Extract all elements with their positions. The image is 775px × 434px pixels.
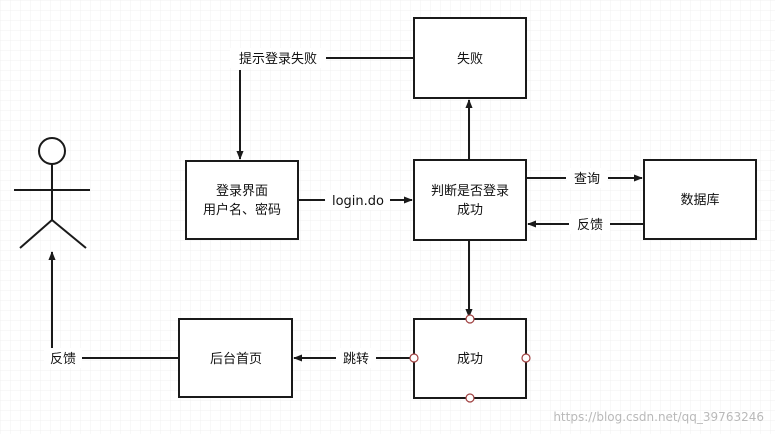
node-database[interactable]: 数据库	[643, 159, 757, 240]
handle-left[interactable]	[409, 353, 419, 363]
node-success[interactable]: 成功	[413, 318, 527, 399]
handle-bottom[interactable]	[465, 393, 475, 403]
node-judge-line2: 成功	[457, 203, 483, 218]
node-login-ui[interactable]: 登录界面 用户名、密码	[185, 160, 299, 240]
edge-label-user-feedback: 反馈	[50, 352, 76, 367]
edge-label-prompt-login-failed: 提示登录失败	[239, 51, 317, 67]
edge-label-query: 查询	[574, 172, 600, 187]
node-home[interactable]: 后台首页	[178, 318, 293, 398]
success-connection-handles[interactable]	[409, 314, 531, 403]
edge-label-db-feedback: 反馈	[577, 218, 603, 233]
node-login-ui-line1: 登录界面	[216, 184, 268, 199]
node-home-label: 后台首页	[210, 352, 262, 367]
node-judge[interactable]: 判断是否登录 成功	[413, 159, 527, 241]
node-database-label: 数据库	[680, 192, 719, 208]
watermark-text: https://blog.csdn.net/qq_39763246	[553, 410, 764, 424]
node-success-label: 成功	[457, 352, 483, 367]
edge-label-jump: 跳转	[343, 352, 369, 367]
node-login-ui-line2: 用户名、密码	[203, 202, 281, 218]
handle-right[interactable]	[521, 353, 531, 363]
node-judge-line1: 判断是否登录	[431, 184, 509, 199]
node-fail[interactable]: 失败	[413, 17, 527, 99]
node-fail-label: 失败	[457, 52, 483, 67]
user-actor-icon[interactable]	[14, 137, 90, 249]
handle-top[interactable]	[465, 314, 475, 324]
edge-label-login-do: login.do	[332, 194, 384, 209]
